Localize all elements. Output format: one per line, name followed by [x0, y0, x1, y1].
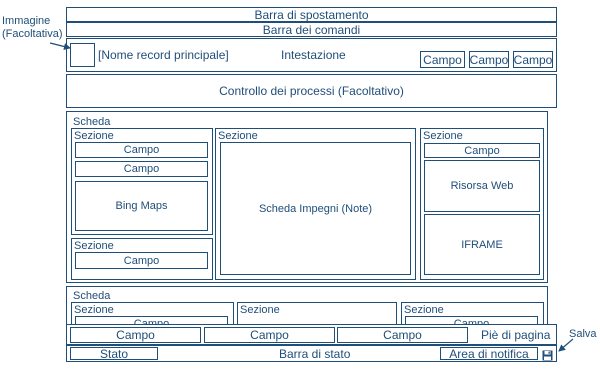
section-left-2: Sezione Campo — [71, 238, 213, 280]
save-callout-label: Salva — [569, 328, 597, 340]
field[interactable]: Campo — [75, 316, 228, 325]
section-label: Sezione — [423, 130, 463, 142]
section-label: Sezione — [240, 304, 280, 316]
record-name: [Nome record principale] — [98, 48, 229, 62]
header-field-3[interactable]: Campo — [513, 51, 553, 68]
status-bar: Stato Barra di stato Area di notifica — [66, 345, 557, 362]
tab-2: Scheda Sezione Campo Sezione Sezione Cam… — [66, 286, 548, 326]
section-middle: Sezione Scheda Impegni (Note) — [215, 128, 416, 280]
header: [Nome record principale] Intestazione Ca… — [66, 38, 557, 72]
section: Sezione Campo — [71, 302, 234, 325]
tab-1-label: Scheda — [73, 116, 111, 128]
tab-2-label: Scheda — [73, 290, 111, 302]
section-label: Sezione — [74, 130, 114, 142]
footer-field-3[interactable]: Campo — [337, 327, 468, 343]
footer: Campo Campo Campo Piè di pagina — [66, 324, 557, 345]
header-field-1[interactable]: Campo — [420, 51, 465, 68]
section-right: Sezione Campo Risorsa Web IFRAME — [420, 128, 544, 280]
section-left: Sezione Campo Campo Bing Maps — [71, 128, 213, 235]
floppy-disk-icon[interactable] — [542, 348, 553, 361]
notification-area[interactable]: Area di notifica — [440, 347, 538, 361]
field[interactable]: Campo — [75, 142, 208, 158]
save-callout-arrow — [558, 338, 574, 352]
footer-field-1[interactable]: Campo — [70, 327, 201, 343]
iframe[interactable]: IFRAME — [424, 214, 540, 275]
web-resource[interactable]: Risorsa Web — [424, 160, 540, 212]
field[interactable]: Campo — [75, 161, 208, 177]
field[interactable]: Campo — [75, 252, 208, 269]
field[interactable]: Campo — [405, 316, 538, 325]
section-label: Sezione — [74, 240, 114, 252]
footer-field-2[interactable]: Campo — [204, 327, 335, 343]
section-label: Sezione — [404, 304, 444, 316]
command-bar[interactable]: Barra dei comandi — [66, 22, 557, 37]
navigation-bar[interactable]: Barra di spostamento — [66, 7, 557, 22]
record-image-placeholder[interactable] — [70, 43, 95, 67]
section-label: Sezione — [74, 304, 114, 316]
process-control[interactable]: Controllo dei processi (Facoltativo) — [66, 74, 557, 108]
section: Sezione — [237, 302, 397, 325]
section: Sezione Campo — [401, 302, 544, 325]
header-title: Intestazione — [281, 48, 346, 62]
footer-label: Piè di pagina — [481, 328, 551, 342]
tab-1: Scheda Sezione Campo Campo Bing Maps Sez… — [66, 111, 548, 283]
bing-maps[interactable]: Bing Maps — [75, 181, 208, 231]
header-field-2[interactable]: Campo — [469, 51, 509, 68]
field[interactable]: Campo — [424, 143, 540, 158]
status-field[interactable]: Stato — [70, 347, 158, 361]
notes-timeline[interactable]: Scheda Impegni (Note) — [220, 142, 411, 275]
image-callout-label-2: (Facoltativa) — [2, 28, 63, 40]
status-bar-title: Barra di stato — [279, 347, 351, 361]
section-label: Sezione — [218, 130, 258, 142]
image-callout-label: Immagine — [2, 15, 51, 27]
